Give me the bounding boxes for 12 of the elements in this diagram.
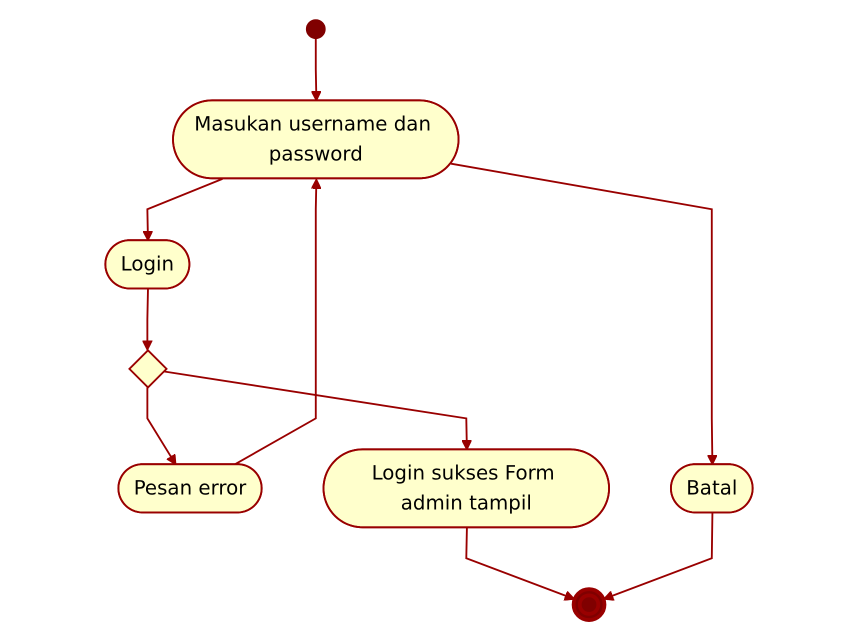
node-circle: [305, 18, 326, 39]
node-diamond: [128, 348, 168, 388]
node-circle: [571, 586, 606, 622]
arrow: [233, 178, 322, 466]
arrow: [146, 386, 176, 465]
arrow: [602, 512, 713, 600]
arrow: [142, 178, 222, 241]
arrow: [464, 527, 575, 600]
arrow: [141, 288, 152, 350]
arrow: [162, 370, 472, 450]
arrow: [310, 38, 322, 101]
arrow: [450, 162, 718, 465]
